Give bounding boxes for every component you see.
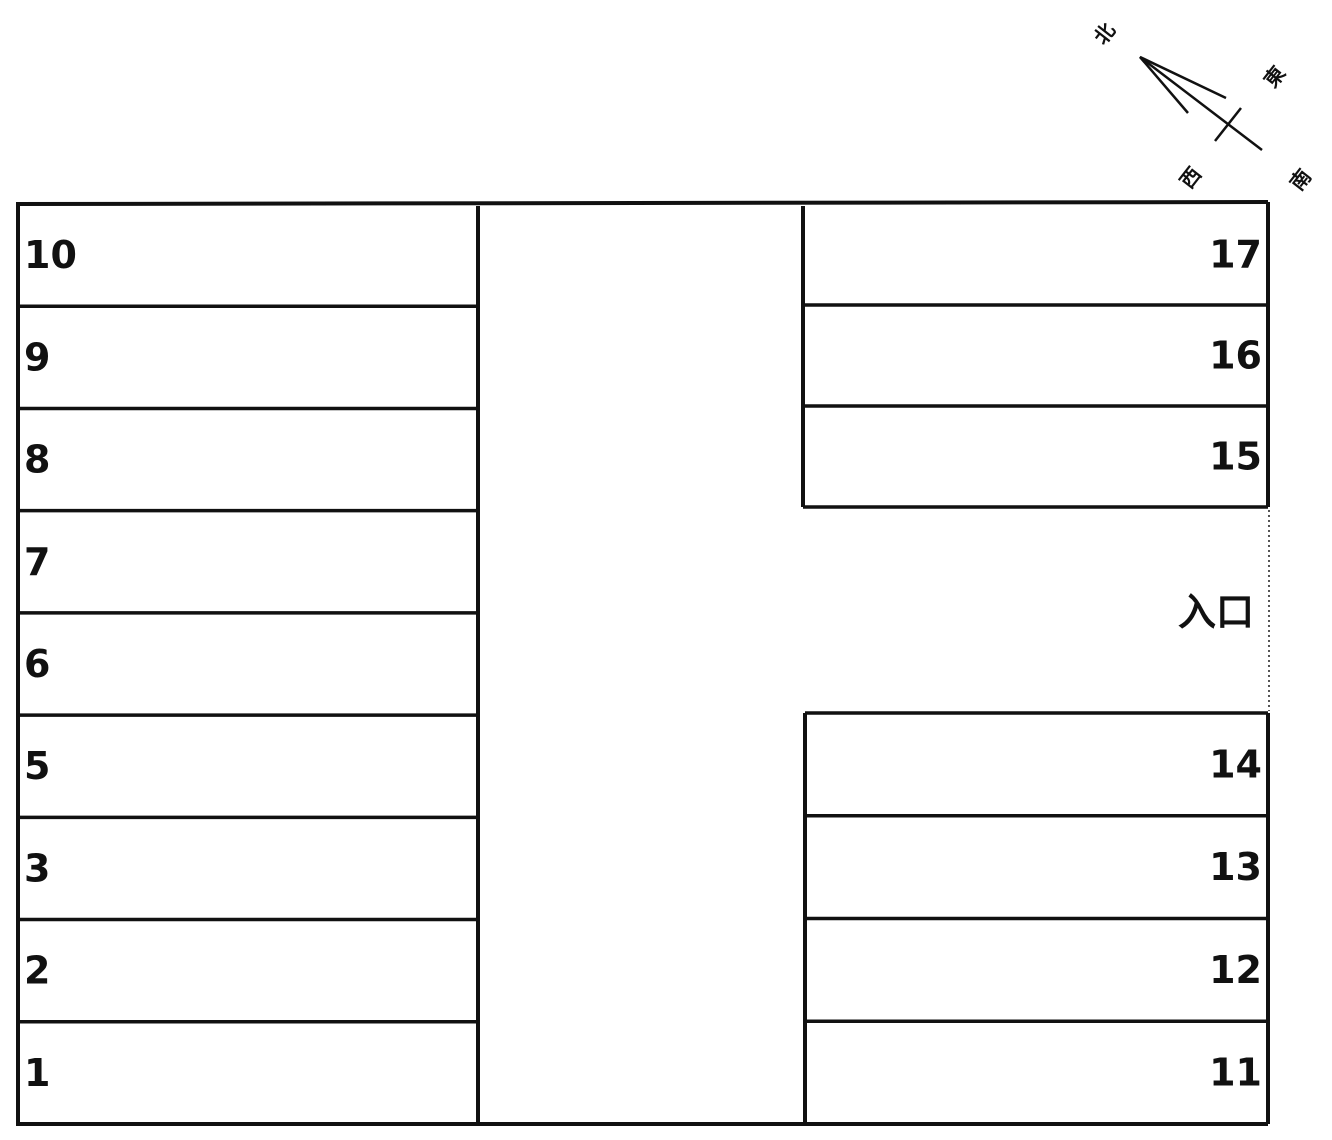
compass-west: 西: [1175, 162, 1206, 193]
stall-label: 8: [24, 438, 50, 482]
stall-label: 6: [24, 642, 50, 686]
stall-label: 1: [24, 1051, 50, 1095]
entrance-label: 入口: [1178, 590, 1254, 634]
compass-axis-ew: [1214, 107, 1242, 142]
stall-label: 5: [24, 744, 50, 788]
compass-north: 北: [1089, 18, 1120, 49]
lot-outline: [15, 200, 1270, 1126]
stall-label: 2: [24, 949, 50, 993]
compass-south: 南: [1285, 164, 1316, 195]
stall-label: 17: [1209, 233, 1262, 277]
stall-label: 7: [24, 540, 50, 584]
stall-label: 14: [1209, 742, 1262, 786]
stall-dividers: [18, 303, 1268, 1024]
compass-axis-ns: [1139, 56, 1263, 151]
compass-east: 東: [1259, 61, 1290, 92]
stall-label: 3: [24, 846, 50, 890]
stall-label: 10: [24, 233, 77, 277]
stall-label: 11: [1209, 1051, 1262, 1095]
stall-label: 16: [1209, 334, 1262, 378]
compass: 北 東 西 南: [1089, 18, 1316, 195]
stall-label: 9: [24, 335, 50, 379]
stall-label: 15: [1209, 435, 1262, 479]
stall-label: 12: [1209, 948, 1262, 992]
top-edge: [15, 200, 1269, 206]
stall-label: 13: [1209, 845, 1262, 889]
stall-labels: 10 9 8 7 6 5 3 2 1 17 16 15 14 13 12 11: [24, 233, 1262, 1095]
